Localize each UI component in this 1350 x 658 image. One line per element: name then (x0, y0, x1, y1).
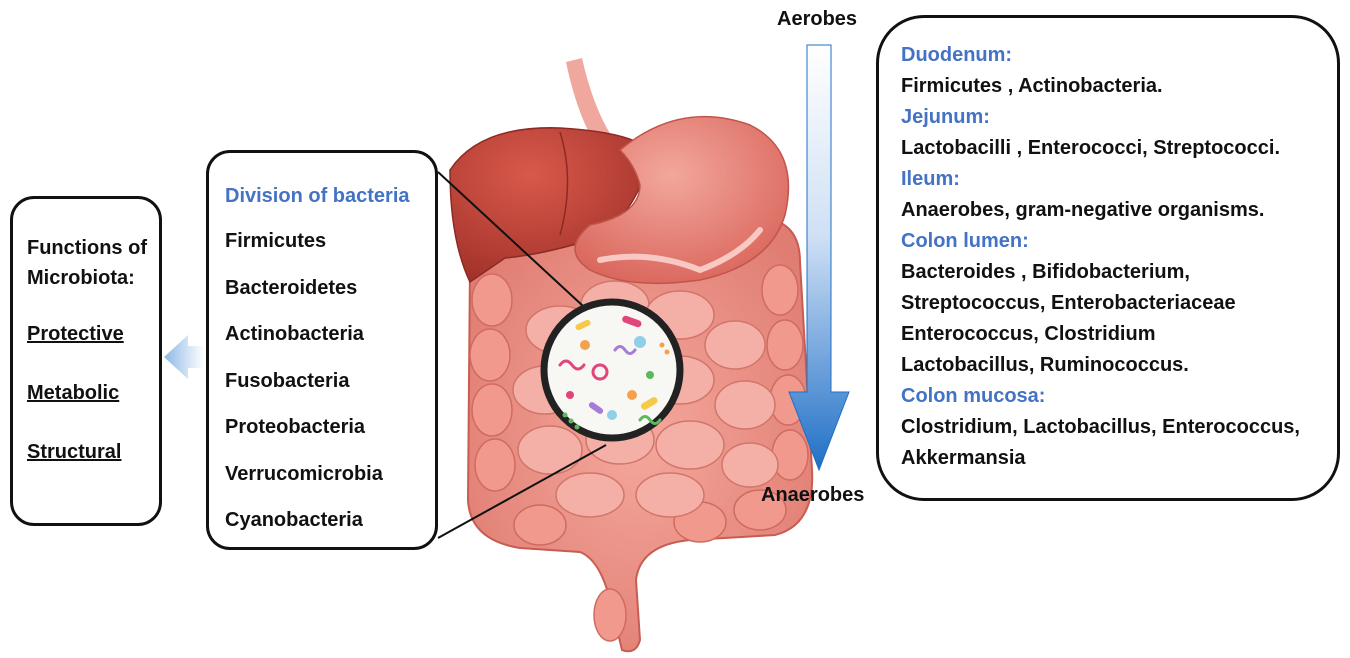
division-item: Proteobacteria (225, 404, 435, 451)
region-title-colon-lumen: Colon lumen: (901, 226, 1337, 257)
division-heading: Division of bacteria (225, 185, 435, 208)
region-line: Enterococcus, Clostridium (901, 319, 1337, 350)
division-item: Verrucomicrobia (225, 451, 435, 498)
division-box: Division of bacteria Firmicutes Bacteroi… (206, 150, 438, 550)
region-line: Bacteroides , Bifidobacterium, (901, 257, 1337, 288)
region-line: Streptococcus, Enterobacteriaceae (901, 288, 1337, 319)
region-line: Lactobacillus, Ruminococcus. (901, 350, 1337, 381)
function-protective: Protective (27, 323, 159, 346)
function-structural: Structural (27, 441, 159, 464)
functions-heading: Functions of Microbiota: (27, 233, 159, 293)
division-item: Bacteroidetes (225, 265, 435, 312)
region-line: Clostridium, Lactobacillus, Enterococcus… (901, 412, 1337, 443)
division-item: Fusobacteria (225, 358, 435, 405)
region-title-jejunum: Jejunum: (901, 102, 1337, 133)
functions-box: Functions of Microbiota: Protective Meta… (10, 196, 162, 526)
region-line: Anaerobes, gram-negative organisms. (901, 195, 1337, 226)
region-line: Lactobacilli , Enterococci, Streptococci… (901, 133, 1337, 164)
region-title-duodenum: Duodenum: (901, 40, 1337, 71)
function-metabolic: Metabolic (27, 382, 159, 405)
bacteria-magnifier (544, 302, 680, 438)
regions-box: Duodenum: Firmicutes , Actinobacteria. J… (876, 15, 1340, 501)
division-list: Firmicutes Bacteroidetes Actinobacteria … (225, 218, 435, 544)
division-item: Cyanobacteria (225, 497, 435, 544)
division-item: Actinobacteria (225, 311, 435, 358)
anaerobes-label: Anaerobes (761, 484, 864, 507)
aerobes-label: Aerobes (777, 8, 857, 31)
division-item: Firmicutes (225, 218, 435, 265)
region-line: Firmicutes , Actinobacteria. (901, 71, 1337, 102)
region-line: Akkermansia (901, 443, 1337, 474)
pointer-arrow-icon (164, 335, 204, 379)
region-title-colon-mucosa: Colon mucosa: (901, 381, 1337, 412)
region-title-ileum: Ileum: (901, 164, 1337, 195)
